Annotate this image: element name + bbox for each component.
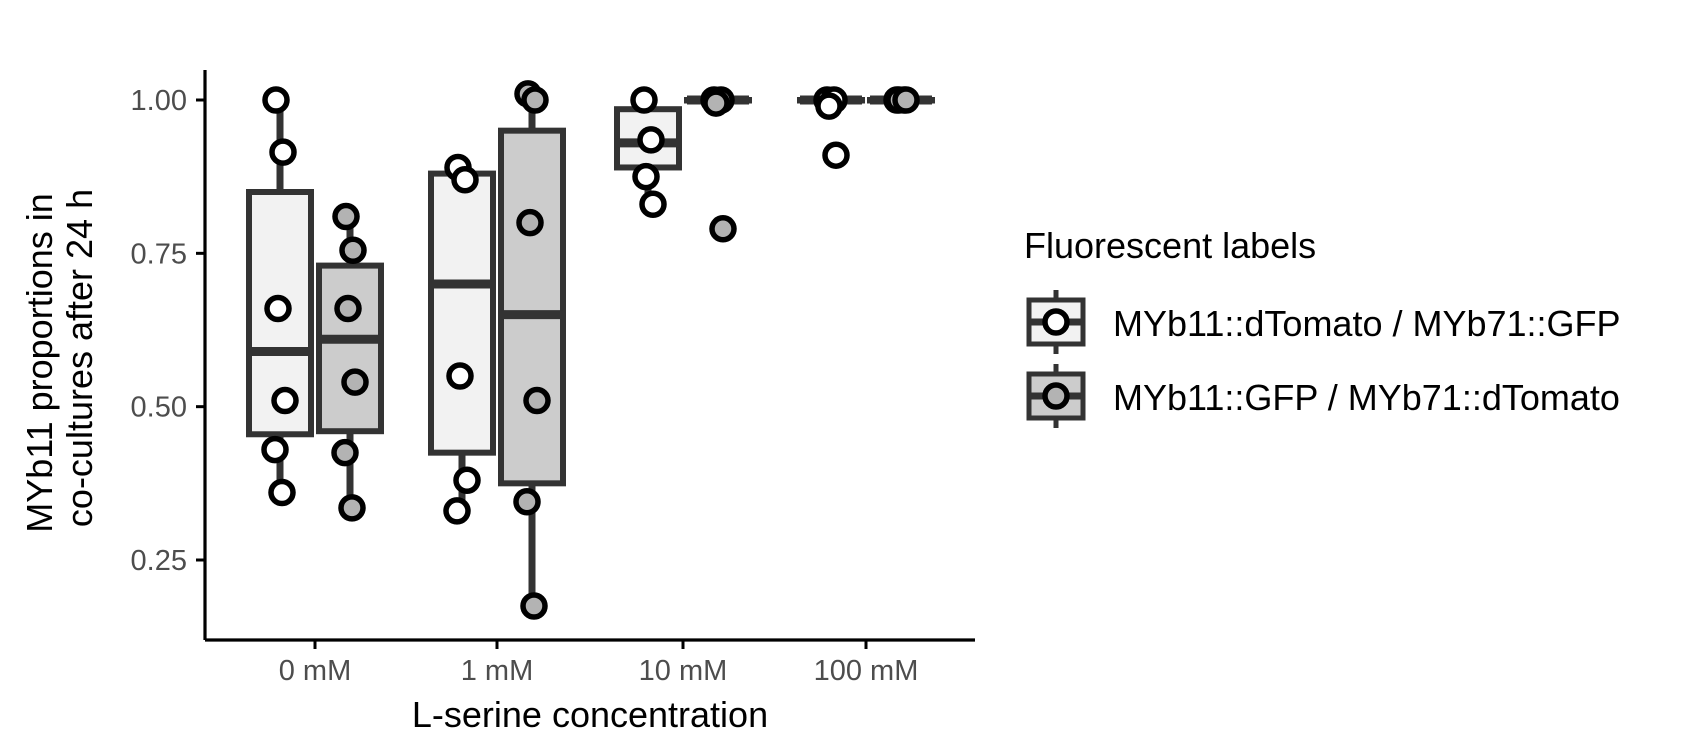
legend-key [1026, 290, 1086, 354]
data-point [264, 294, 292, 323]
y-axis-title: MYb11 proportions in co-cultures after 2… [19, 183, 100, 533]
y-tick-label: 1.00 [131, 85, 187, 117]
data-point [822, 141, 850, 169]
data-point [331, 438, 359, 467]
y-tick-label: 0.75 [131, 238, 187, 270]
data-point [451, 165, 479, 194]
box [316, 262, 384, 435]
x-axis-ticks: 0 mM 1 mM 10 mM 100 mM [279, 640, 919, 687]
data-point [521, 86, 549, 114]
x-tick-label: 10 mM [639, 655, 728, 687]
data-point [637, 126, 665, 154]
box-group [867, 86, 935, 114]
data-point [523, 386, 551, 415]
box [428, 170, 496, 456]
box-group [316, 202, 384, 522]
data-point [338, 494, 366, 522]
data-point [702, 89, 730, 117]
box-group [797, 86, 865, 169]
legend-key-point [1042, 382, 1070, 410]
data-point [334, 294, 362, 323]
box-group [428, 153, 496, 525]
data-point [261, 435, 289, 464]
data-point [341, 368, 369, 396]
y-tick-label: 0.25 [131, 545, 187, 577]
data-point [892, 86, 920, 114]
y-axis-title-line-1: MYb11 proportions in [19, 193, 60, 533]
data-point [632, 162, 660, 191]
data-point [520, 592, 548, 620]
data-point [709, 215, 737, 243]
data-point [268, 478, 296, 507]
x-tick-label: 1 mM [461, 655, 534, 687]
data-point [271, 386, 299, 415]
legend: Fluorescent labels MYb11::dTomato / MYb7… [1024, 225, 1621, 428]
legend-key-point [1042, 308, 1070, 336]
y-tick-label: 0.50 [131, 392, 187, 424]
x-axis-title: L-serine concentration [412, 694, 768, 729]
data-point [339, 236, 367, 265]
data-point [815, 92, 843, 120]
data-point [630, 86, 658, 114]
data-point [443, 497, 471, 525]
y-axis-ticks: 0.25 0.50 0.75 1.00 [131, 85, 205, 577]
legend-label-1: MYb11::dTomato / MYb71::GFP [1113, 303, 1621, 344]
legend-keys [1026, 290, 1086, 428]
box-group [246, 86, 314, 507]
data-point [639, 190, 667, 219]
data-point [513, 487, 541, 516]
data-point [516, 208, 544, 237]
data-point [332, 202, 360, 231]
data-point [446, 362, 474, 390]
plot-marks [246, 80, 935, 620]
x-tick-label: 0 mM [279, 655, 352, 687]
legend-title: Fluorescent labels [1024, 225, 1316, 266]
box [498, 127, 566, 487]
box-group [684, 86, 752, 243]
data-point [453, 466, 481, 495]
y-axis-title-line-2: co-cultures after 24 h [59, 189, 100, 527]
x-tick-label: 100 mM [814, 655, 919, 687]
legend-label-2: MYb11::GFP / MYb71::dTomato [1113, 377, 1620, 418]
data-point [269, 138, 297, 166]
box-group [498, 80, 566, 620]
data-point [262, 86, 290, 114]
box-group [614, 86, 682, 219]
legend-key [1026, 364, 1086, 428]
